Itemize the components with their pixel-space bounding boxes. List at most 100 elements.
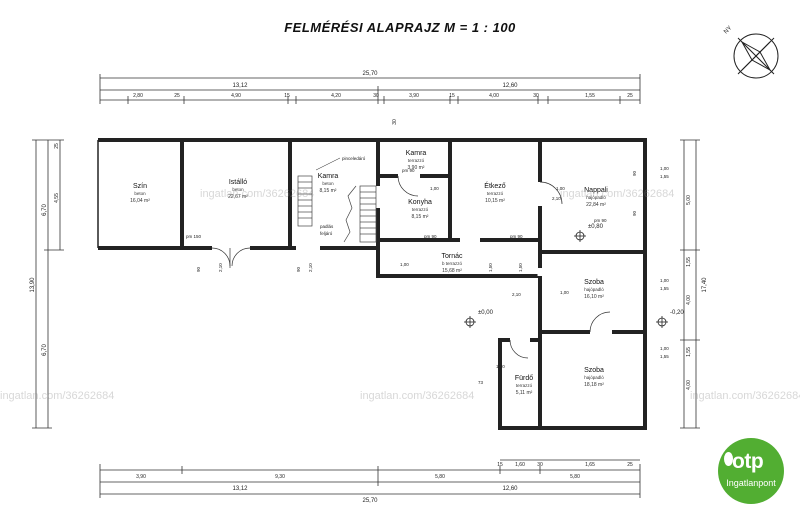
door-openings [212,173,612,343]
watermark: ingatlan.com/36262684 [0,390,115,402]
room-area: 16,04 m² [130,198,150,204]
dim-top-part: 30 [373,93,379,99]
dim-bottom-small: 25 [627,462,633,468]
room-area: 8,15 m² [412,214,429,220]
room-szoba-2: Szoba hajópadló 18,18 m² [584,367,604,388]
door-swings [211,175,611,359]
room-szin: Szín beton 16,04 m² [130,183,150,204]
bottom-dimensions [99,459,641,498]
door-label: 1,00 [496,364,505,369]
dim-bottom-part: 5,80 [570,474,580,480]
room-istallo: Istálló beton 22,67 m² [228,179,248,200]
dim-bottom-left: 13,12 [232,486,248,492]
room-floor: terrazzó [412,207,429,212]
note-feljaro: feljáró [320,231,333,236]
dim-bottom-part: 5,80 [435,474,445,480]
room-name: Istálló [229,179,247,186]
right-dimensions [680,139,700,429]
watermark: ingatlan.com/36262684 [560,188,675,200]
watermark: ingatlan.com/36262684 [690,390,800,402]
room-floor: beton [232,187,244,192]
room-area: 15,68 m² [442,268,462,274]
door-label: pm 90 [594,218,607,223]
dim-right-part: 5,00 [686,195,692,205]
room-floor: beton [322,181,334,186]
door-label: 1,50 [518,263,523,272]
room-name: Konyha [408,199,432,206]
room-area: 16,10 m² [584,294,604,300]
door-label: pm 150 [186,234,202,239]
door-label: 1,00 [556,186,565,191]
otp-logo-subtitle: Ingatlanpont [726,478,776,488]
door-label: 2,10 [512,292,521,297]
dim-top-part: 15 [449,93,455,99]
door-label: 1,00 [560,290,569,295]
note-pinceledarlo: pinceledáró [342,156,366,161]
dim-bottom-part: 9,30 [275,474,285,480]
door-label: pm 90 [402,168,415,173]
door-label: 2,10 [308,263,313,272]
room-tornac: Tornác b terrazzó 15,68 m² [441,253,463,274]
note-leader [315,157,341,171]
room-area: 10,15 m² [485,198,505,204]
door-label: 1,55 [660,286,669,291]
room-name: Kamra [318,173,339,180]
dim-bottom-small: 15 [497,462,503,468]
dim-top-total: 25,70 [362,71,378,77]
dim-top-part: 30 [533,93,539,99]
room-kamra-1: Kamra beton 8,15 m² [318,173,339,194]
door-label: 1,00 [660,166,669,171]
door-label: 73 [478,380,484,385]
room-name: Tornác [441,253,463,260]
dim-top-part: 25 [627,93,633,99]
room-floor: beton [134,191,146,196]
room-area: 22,84 m² [586,202,606,208]
top-dimensions [99,74,641,104]
dim-top-left: 13,12 [232,83,248,89]
dim-right-part: 1,55 [686,347,692,357]
dim-top-part: 15 [284,93,290,99]
room-floor: b terrazzó [442,261,463,266]
level-label: ±0,80 [588,224,604,230]
room-area: 3,90 m² [408,165,425,171]
otp-logo-text: otp [732,450,764,473]
room-nappali: Nappali hajópadló 22,84 m² [584,187,608,208]
door-label: 1,50 [488,263,493,272]
plan-title: FELMÉRÉSI ALAPRAJZ M = 1 : 100 [284,20,516,35]
room-szoba-1: Szoba hajópadló 16,10 m² [584,279,604,300]
dim-top-part: 1,55 [585,93,595,99]
compass-icon [733,33,779,79]
door-label: 1,55 [660,174,669,179]
dim-top-part: 3,90 [409,93,419,99]
otp-logo: otp Ingatlanpont [718,438,784,504]
door-label: 1,55 [660,354,669,359]
left-dimensions [32,139,64,429]
dim-top-part: 4,00 [489,93,499,99]
room-name: Szoba [584,367,604,374]
room-floor: terrazzó [516,383,533,388]
room-area: 18,18 m² [584,382,604,388]
room-area: 8,15 m² [320,188,337,194]
watermark: ingatlan.com/36262684 [200,188,315,200]
room-floor: hajópadló [584,375,604,380]
door-label: 1,00 [400,262,409,267]
room-floor: hajópadló [584,287,604,292]
dim-left-mid: 6,70 [42,204,48,216]
stairs [297,175,377,243]
door-label: 90 [196,266,201,272]
room-floor: terrazzó [408,158,425,163]
dim-top-right: 12,60 [502,83,518,89]
dim-top-small: 30 [392,119,398,125]
note-padlas: padlás [320,224,334,229]
room-name: Nappali [584,187,608,194]
watermark: ingatlan.com/36262684 [360,390,475,402]
room-kamra-2: Kamra terrazzó 3,90 m² [406,150,427,171]
dim-right-part: 4,00 [686,380,692,390]
room-furdo: Fürdő terrazzó 5,11 m² [515,375,533,396]
dim-left-part: 4,55 [54,193,60,203]
room-name: Kamra [406,150,427,157]
level-markers [464,230,668,328]
room-area: 5,11 m² [516,390,533,396]
door-label: 90 [632,170,637,176]
dim-bottom-small: 30 [537,462,543,468]
